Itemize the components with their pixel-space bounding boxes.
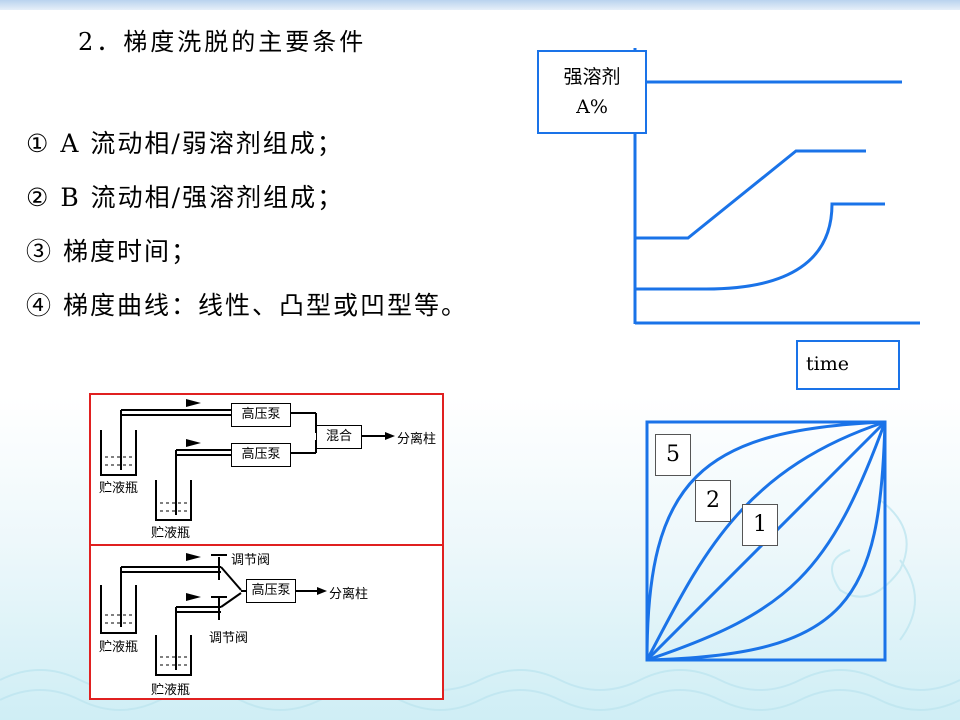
column-label-bottom: 分离柱: [329, 587, 369, 602]
bottle-2-top-label: 贮液瓶: [151, 526, 191, 541]
bottle-2-bottom-label: 贮液瓶: [151, 683, 191, 698]
slide-title: 2．梯度洗脱的主要条件: [78, 28, 367, 56]
flow-arrow-icon: [317, 587, 327, 595]
flow-arrow-icon: [186, 439, 201, 447]
curve-label-1: 1: [742, 504, 778, 546]
convex-gradient-line: [635, 202, 885, 291]
valve-1-label: 调节阀: [231, 553, 271, 568]
curve-frame: [645, 420, 887, 662]
bottle-2-bottom-icon: [155, 635, 192, 676]
curve-label-2: 2: [695, 480, 731, 522]
curve-convex-strong: [645, 420, 886, 661]
bottle-1-top-icon: [100, 430, 137, 476]
pump-2-box: 高压泵: [231, 443, 291, 467]
linear-gradient-line: [635, 149, 866, 240]
condition-item-4: ④ 梯度曲线：线性、凸型或凹型等。: [26, 291, 468, 320]
flow-arrow-icon: [186, 553, 201, 561]
top-band: [0, 0, 960, 10]
flow-arrow-icon: [186, 593, 201, 601]
x-axis-label-box: time: [796, 340, 900, 390]
condition-item-3: ③ 梯度时间；: [26, 237, 198, 266]
y-axis-label-line2: A%: [576, 96, 608, 118]
gradient-system-diagram: 高压泵 高压泵 混合 分离柱 贮液瓶 贮液瓶 调节阀 高压泵 分离柱 调节阀 贮…: [89, 393, 444, 700]
bottle-2-top-icon: [155, 480, 192, 521]
pump-bottom-box: 高压泵: [246, 579, 296, 603]
curve-concave-strong: [646, 421, 887, 662]
column-label-top: 分离柱: [397, 432, 437, 447]
curve-convex-mild: [645, 420, 886, 661]
flow-arrow-icon: [186, 399, 201, 407]
flow-arrow-icon: [385, 432, 395, 440]
valve-2-label: 调节阀: [209, 631, 249, 646]
condition-item-2: ② B 流动相/强溶剂组成；: [26, 183, 345, 212]
curve-concave-mild: [646, 421, 887, 662]
y-axis-label-line1: 强溶剂: [563, 66, 621, 88]
curve-label-5: 5: [655, 434, 691, 476]
bottle-1-bottom-label: 贮液瓶: [99, 640, 139, 655]
pump-1-box: 高压泵: [231, 403, 291, 427]
mixer-box: 混合: [316, 425, 362, 449]
diagram-lines: [91, 399, 444, 676]
y-axis-label-box: 强溶剂 A%: [537, 50, 647, 134]
bottle-1-top-label: 贮液瓶: [99, 481, 139, 496]
condition-item-1: ① A 流动相/弱溶剂组成；: [26, 129, 344, 158]
bottle-1-bottom-icon: [100, 585, 137, 634]
